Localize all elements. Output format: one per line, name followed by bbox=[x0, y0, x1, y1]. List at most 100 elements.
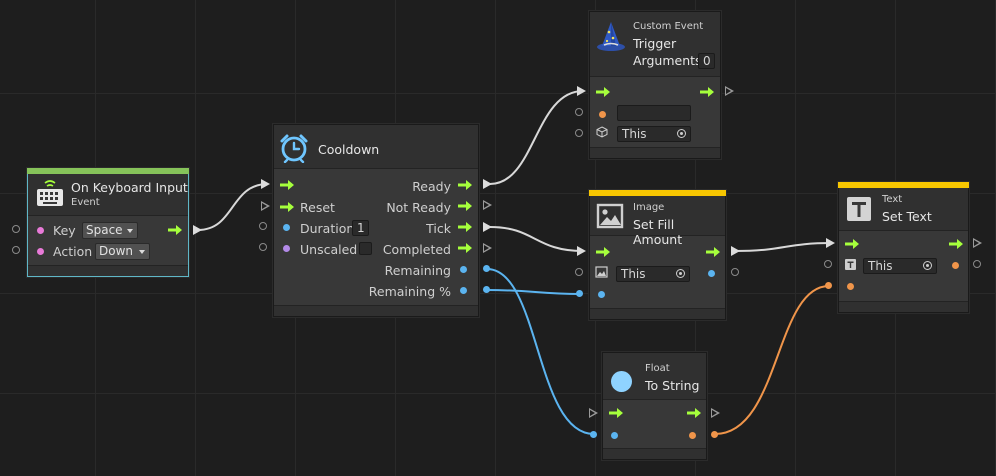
tostring-output-connector[interactable] bbox=[711, 408, 720, 418]
float-input-port[interactable] bbox=[611, 432, 618, 439]
node-float-to-string[interactable]: Float To String bbox=[602, 352, 707, 460]
string-output-port[interactable] bbox=[689, 432, 696, 439]
fill-output-connector[interactable] bbox=[731, 246, 740, 256]
image-icon bbox=[596, 203, 624, 229]
reset-input-port[interactable] bbox=[280, 202, 294, 212]
control-input-port[interactable] bbox=[609, 408, 623, 418]
fill-input-connector[interactable] bbox=[577, 246, 586, 256]
control-output-port[interactable] bbox=[168, 225, 182, 235]
remaining-label: Remaining bbox=[384, 263, 451, 278]
completed-label: Completed bbox=[382, 242, 451, 257]
target-output-port[interactable] bbox=[708, 270, 715, 277]
control-output-port[interactable] bbox=[949, 239, 963, 249]
not-ready-connector[interactable] bbox=[483, 200, 492, 210]
target-value: This bbox=[622, 127, 647, 141]
node-cooldown[interactable]: Cooldown Reset Duration 1 Unscaled Ready… bbox=[273, 124, 479, 317]
cooldown-input-connector[interactable] bbox=[261, 179, 270, 189]
name-port[interactable] bbox=[599, 111, 606, 118]
tostring-string-connector[interactable] bbox=[711, 431, 718, 438]
trigger-output-connector[interactable] bbox=[725, 86, 734, 96]
target-field[interactable]: This bbox=[617, 126, 691, 142]
action-dropdown[interactable]: Down bbox=[95, 243, 150, 260]
fill-target-connector[interactable] bbox=[575, 268, 583, 276]
action-port[interactable] bbox=[37, 248, 44, 255]
wizard-hat-icon bbox=[597, 22, 625, 51]
ready-connector[interactable] bbox=[483, 179, 492, 189]
duration-port[interactable] bbox=[283, 224, 290, 231]
node-subtitle: Event bbox=[71, 197, 100, 208]
node-footer bbox=[590, 147, 720, 158]
key-connector[interactable] bbox=[12, 225, 20, 233]
tick-connector[interactable] bbox=[483, 222, 492, 232]
tostring-float-connector[interactable] bbox=[590, 431, 597, 438]
key-label: Key bbox=[53, 223, 76, 238]
event-name-input[interactable] bbox=[617, 105, 691, 121]
key-port[interactable] bbox=[37, 227, 44, 234]
settext-value-connector[interactable] bbox=[825, 282, 832, 289]
tick-output-port[interactable] bbox=[458, 222, 472, 232]
settext-target-output-connector[interactable] bbox=[973, 260, 981, 268]
control-input-port[interactable] bbox=[845, 239, 859, 249]
chevron-down-icon bbox=[127, 229, 133, 233]
amount-port[interactable] bbox=[598, 291, 605, 298]
target-field[interactable]: This bbox=[863, 258, 937, 274]
arguments-input[interactable]: 0 bbox=[698, 53, 715, 69]
completed-output-port[interactable] bbox=[458, 243, 472, 253]
completed-connector[interactable] bbox=[483, 243, 492, 253]
node-custom-event-trigger[interactable]: Custom Event Trigger Arguments 0 This bbox=[589, 11, 721, 159]
target-output-port[interactable] bbox=[952, 262, 959, 269]
trigger-target-connector[interactable] bbox=[575, 129, 583, 137]
remaining-percent-output-port[interactable] bbox=[460, 287, 467, 294]
settext-target-connector[interactable] bbox=[824, 260, 832, 268]
action-connector[interactable] bbox=[12, 246, 20, 254]
key-dropdown[interactable]: Space bbox=[82, 222, 138, 239]
node-footer bbox=[274, 305, 478, 316]
tostring-input-connector[interactable] bbox=[589, 408, 598, 418]
alarm-clock-icon bbox=[280, 134, 308, 163]
unscaled-checkbox[interactable] bbox=[359, 242, 372, 255]
trigger-name-connector[interactable] bbox=[575, 108, 583, 116]
reset-connector[interactable] bbox=[261, 201, 270, 211]
circle-icon bbox=[611, 371, 632, 392]
node-title: To String bbox=[645, 378, 700, 393]
node-title: Cooldown bbox=[318, 142, 380, 157]
node-title: Set Text bbox=[882, 209, 932, 224]
ready-output-port[interactable] bbox=[458, 180, 472, 190]
unscaled-connector[interactable] bbox=[259, 243, 267, 251]
target-picker-icon[interactable] bbox=[676, 269, 685, 278]
control-output-port[interactable] bbox=[700, 87, 714, 97]
control-input-port[interactable] bbox=[280, 180, 294, 190]
node-on-keyboard-input[interactable]: On Keyboard Input Event Key Space Action… bbox=[27, 168, 189, 277]
chevron-down-icon bbox=[139, 250, 145, 254]
not-ready-label: Not Ready bbox=[386, 200, 451, 215]
text-value-port[interactable] bbox=[847, 283, 854, 290]
duration-input[interactable]: 1 bbox=[352, 220, 369, 236]
remaining-output-port[interactable] bbox=[460, 266, 467, 273]
remaining-percent-connector[interactable] bbox=[483, 286, 490, 293]
target-picker-icon[interactable] bbox=[677, 129, 686, 138]
target-field[interactable]: This bbox=[616, 266, 690, 282]
settext-input-connector[interactable] bbox=[826, 238, 835, 248]
node-footer bbox=[590, 308, 725, 319]
node-image-set-fill-amount[interactable]: Image Set Fill Amount This bbox=[589, 190, 726, 320]
settext-output-connector[interactable] bbox=[973, 238, 982, 248]
fill-target-output-connector[interactable] bbox=[731, 268, 739, 276]
keyboard-output-connector[interactable] bbox=[193, 225, 202, 235]
unscaled-port[interactable] bbox=[283, 245, 290, 252]
control-output-port[interactable] bbox=[706, 247, 720, 257]
remaining-connector[interactable] bbox=[483, 265, 490, 272]
target-picker-icon[interactable] bbox=[923, 261, 932, 270]
duration-label: Duration bbox=[300, 221, 355, 236]
node-text-set-text[interactable]: Text Set Text This bbox=[838, 182, 969, 313]
control-input-port[interactable] bbox=[596, 87, 610, 97]
control-output-port[interactable] bbox=[687, 408, 701, 418]
node-header: On Keyboard Input Event bbox=[28, 174, 188, 216]
node-header: Text Set Text bbox=[839, 188, 968, 231]
reset-label: Reset bbox=[300, 200, 335, 215]
duration-connector[interactable] bbox=[259, 222, 267, 230]
trigger-input-connector[interactable] bbox=[577, 86, 586, 96]
node-subtitle: Float bbox=[645, 363, 670, 374]
not-ready-output-port[interactable] bbox=[458, 201, 472, 211]
control-input-port[interactable] bbox=[596, 247, 610, 257]
fill-amount-connector[interactable] bbox=[576, 290, 583, 297]
